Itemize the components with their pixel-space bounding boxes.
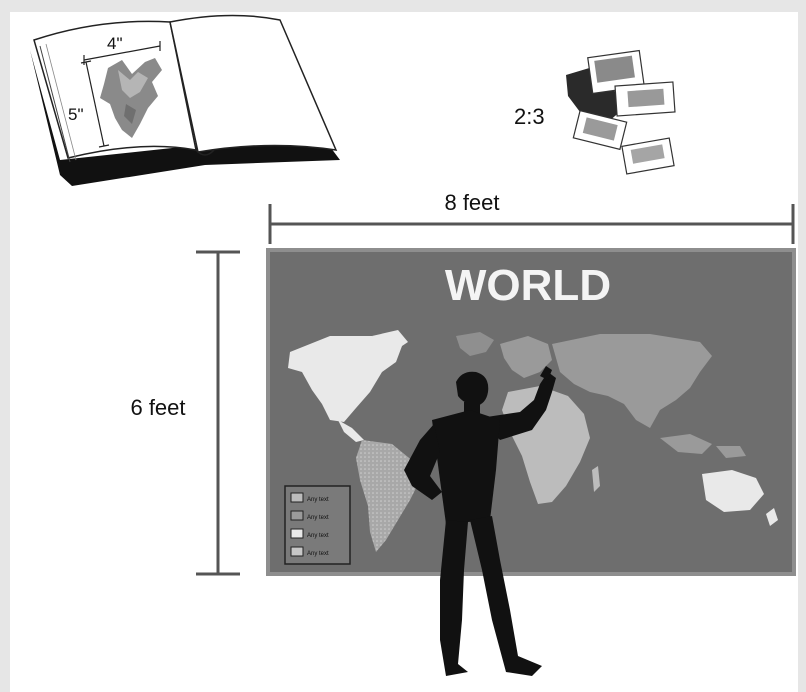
map-legend: Any text Any text Any text Any text	[285, 486, 350, 564]
photo-stack	[566, 51, 675, 174]
map-height-label: 6 feet	[130, 395, 185, 420]
width-dimension-line	[270, 204, 793, 244]
legend-item-label: Any text	[307, 497, 329, 503]
legend-item-label: Any text	[307, 533, 329, 539]
open-book: 4" 5"	[30, 15, 340, 186]
small-map-width-label: 4"	[107, 34, 123, 53]
legend-item-label: Any text	[307, 515, 329, 521]
map-width-label: 8 feet	[444, 190, 499, 215]
small-map-height-label: 5"	[68, 105, 84, 124]
height-dimension-line	[196, 252, 240, 574]
legend-item-label: Any text	[307, 551, 329, 557]
map-title: WORLD	[445, 261, 611, 310]
photo-ratio-label: 2:3	[514, 104, 545, 129]
